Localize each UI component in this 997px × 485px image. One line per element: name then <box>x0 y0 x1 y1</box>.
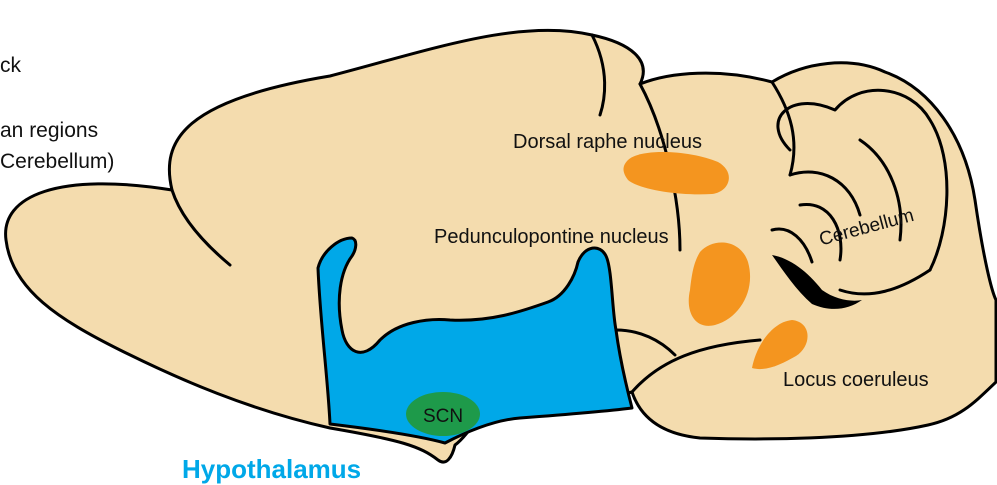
scn-label: SCN <box>423 406 463 427</box>
left-text-line-1: ck <box>0 54 22 77</box>
hypothalamus-label: Hypothalamus <box>182 454 361 484</box>
pedunculopontine-label: Pedunculopontine nucleus <box>434 226 669 248</box>
left-text-line-3: Cerebellum) <box>0 150 114 173</box>
left-text-line-2: an regions <box>0 119 98 142</box>
locus-coeruleus-label: Locus coeruleus <box>783 369 929 391</box>
dorsal-raphe-label: Dorsal raphe nucleus <box>513 131 702 153</box>
